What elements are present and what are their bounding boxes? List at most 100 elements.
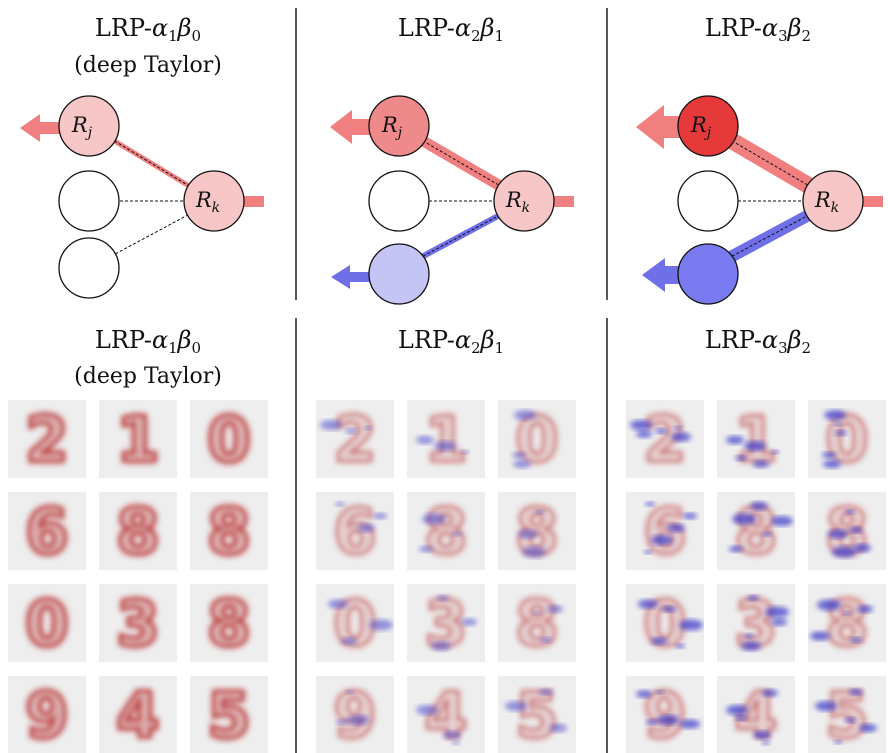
heatmap-subtitle-1: (deep Taylor) — [74, 364, 222, 389]
svg-text:2: 2 — [333, 403, 376, 476]
input-arrow-2 — [552, 196, 574, 207]
edge-bottom-1 — [88, 200, 215, 269]
node-middle-2 — [368, 170, 430, 232]
svg-text:2: 2 — [25, 403, 68, 476]
heatmap-cell: 88 — [717, 492, 795, 570]
svg-text:4: 4 — [424, 679, 467, 752]
svg-text:3: 3 — [116, 587, 159, 660]
heatmap-cell: 22 — [8, 400, 86, 478]
heatmap-title-2: LRP-α2β1 — [398, 326, 504, 357]
digit-glyph: 4 — [116, 679, 159, 752]
heatmap-cell: 44 — [99, 676, 177, 753]
digit-glyph: 8 — [424, 495, 467, 568]
heatmap-cell: 66 — [316, 492, 394, 570]
heatmap-cell: 88 — [808, 584, 886, 662]
label-rk-1: Rk — [195, 188, 220, 216]
heatmap-cell: 88 — [498, 584, 576, 662]
digit-glyph: 5 — [207, 679, 250, 752]
heatmap-cell: 88 — [808, 492, 886, 570]
diagram-subtitle-1: (deep Taylor) — [74, 53, 222, 78]
heatmap-cell: 88 — [190, 584, 268, 662]
label-rk-2: Rk — [505, 188, 530, 216]
digit-glyph: 6 — [25, 495, 68, 568]
heatmap-cell: 99 — [8, 676, 86, 753]
node-bottom-1 — [58, 237, 120, 299]
node-rj-3 — [677, 95, 739, 157]
node-rk-2 — [493, 170, 555, 232]
input-arrow-1 — [240, 196, 264, 207]
heatmap-cell: 55 — [498, 676, 576, 753]
svg-text:5: 5 — [207, 679, 250, 752]
digit-glyph: 8 — [825, 587, 868, 660]
digit-glyph: 8 — [207, 495, 250, 568]
node-bottom-2 — [368, 243, 430, 305]
svg-text:8: 8 — [207, 495, 250, 568]
heatmap-cell: 55 — [190, 676, 268, 753]
heatmap-cell: 66 — [626, 492, 704, 570]
heatmap-cell: 99 — [626, 676, 704, 753]
heatmap-cell: 00 — [626, 584, 704, 662]
heatmap-cell: 88 — [498, 492, 576, 570]
heatmap-cell: 22 — [626, 400, 704, 478]
heatmap-cell: 88 — [190, 492, 268, 570]
arrow-positive-1 — [20, 114, 62, 142]
svg-text:0: 0 — [333, 587, 376, 660]
svg-text:8: 8 — [116, 495, 159, 568]
svg-text:8: 8 — [825, 587, 868, 660]
svg-text:8: 8 — [424, 495, 467, 568]
svg-text:8: 8 — [515, 587, 558, 660]
label-rk-3: Rk — [814, 188, 839, 216]
diagram-panel-2: LRP-α2β1 Rj Rk — [330, 14, 574, 305]
diagram-panel-3: LRP-α3β2 Rj Rk — [636, 14, 883, 305]
heatmap-title-3: LRP-α3β2 — [705, 326, 811, 357]
svg-text:1: 1 — [116, 403, 159, 476]
digit-glyph: 4 — [424, 679, 467, 752]
node-rj-1 — [58, 95, 120, 157]
heatmap-cell: 88 — [99, 492, 177, 570]
digit-glyph: 8 — [207, 587, 250, 660]
heatmap-title-1: LRP-α1β0 — [95, 326, 201, 357]
node-middle-1 — [58, 170, 120, 232]
heatmap-cell: 00 — [8, 584, 86, 662]
digit-glyph: 0 — [25, 587, 68, 660]
diagram-panel-1: LRP-α1β0 (deep Taylor) Rj Rk — [20, 14, 264, 299]
diagram-title-3: LRP-α3β2 — [705, 14, 811, 45]
label-rj-1: Rj — [71, 113, 93, 141]
heatmap-cell: 00 — [316, 584, 394, 662]
input-arrow-3 — [861, 196, 883, 207]
digit-glyph: 3 — [116, 587, 159, 660]
heatmap-cell: 11 — [99, 400, 177, 478]
node-middle-3 — [677, 170, 739, 232]
heatmap-cell: 33 — [407, 584, 485, 662]
digit-glyph: 5 — [515, 679, 558, 752]
digit-glyph: 2 — [25, 403, 68, 476]
heatmap-cell: 22 — [316, 400, 394, 478]
digit-glyph: 0 — [207, 403, 250, 476]
svg-text:6: 6 — [25, 495, 68, 568]
digit-glyph: 9 — [25, 679, 68, 752]
arrow-negative-2 — [331, 265, 371, 289]
node-rk-3 — [802, 170, 864, 232]
diagram-title-1: LRP-α1β0 — [95, 14, 201, 45]
digit-glyph: 8 — [116, 495, 159, 568]
svg-text:8: 8 — [207, 587, 250, 660]
heatmap-cell: 33 — [99, 584, 177, 662]
digit-glyph: 2 — [333, 403, 376, 476]
heatmap-cell: 66 — [8, 492, 86, 570]
diagram-title-2: LRP-α2β1 — [398, 14, 504, 45]
label-rj-2: Rj — [381, 113, 403, 141]
digit-glyph: 5 — [825, 679, 868, 752]
label-rj-3: Rj — [690, 113, 712, 141]
node-bottom-3 — [677, 243, 739, 305]
svg-text:0: 0 — [25, 587, 68, 660]
heatmap-cell: 00 — [190, 400, 268, 478]
heatmap-cell: 00 — [498, 400, 576, 478]
heatmap-cell: 11 — [717, 400, 795, 478]
